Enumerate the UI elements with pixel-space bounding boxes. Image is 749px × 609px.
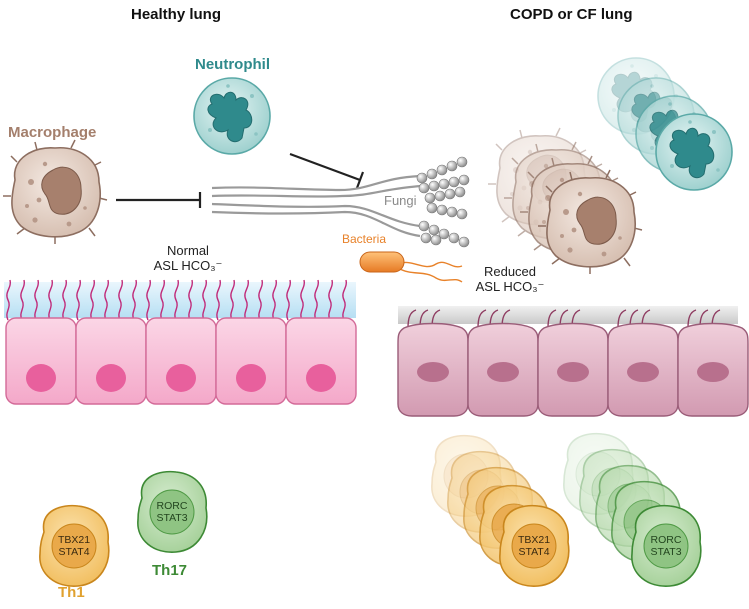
th17-stack-marker-2: STAT3 <box>650 546 682 558</box>
th1-markers: TBX21 STAT4 <box>52 534 96 558</box>
th1-marker-2: STAT4 <box>58 546 90 558</box>
healthy-epithelium <box>5 317 357 405</box>
disease-lung-title: COPD or CF lung <box>510 6 633 23</box>
normal-asl-label: Normal ASL HCO₃⁻ <box>140 243 236 273</box>
normal-asl-line2: ASL HCO₃⁻ <box>153 258 223 273</box>
th1-marker-1: TBX21 <box>57 534 91 546</box>
disease-asl-layer <box>398 306 738 324</box>
th1-stack-markers: TBX21 STAT4 <box>512 534 556 558</box>
disease-epithelium <box>397 322 749 417</box>
th1-stack <box>431 434 570 587</box>
th17-marker-1: RORC <box>156 500 188 512</box>
disease-cilia <box>407 309 721 329</box>
healthy-lung-title: Healthy lung <box>131 6 222 23</box>
th17-marker-2: STAT3 <box>156 512 188 524</box>
reduced-asl-label: Reduced ASL HCO₃⁻ <box>462 264 558 294</box>
normal-asl-line1: Normal <box>167 243 209 258</box>
fungal-hyphae <box>211 174 423 238</box>
neutrophil-label: Neutrophil <box>195 56 270 73</box>
macrophage-stack <box>487 127 643 275</box>
fungal-spores <box>416 156 470 248</box>
reduced-asl-line2: ASL HCO₃⁻ <box>475 279 545 294</box>
neutrophil-inhibition-arrow <box>289 152 365 189</box>
macrophage-label: Macrophage <box>8 124 97 141</box>
neutrophil-cell <box>193 77 271 155</box>
th1-label: Th1 <box>58 584 85 601</box>
th17-label: Th17 <box>152 562 188 579</box>
fungi-label: Fungi <box>384 193 417 208</box>
bacteria-label: Bacteria <box>342 232 387 246</box>
th17-stack-marker-1: RORC <box>650 534 682 546</box>
neutrophil-stack <box>597 57 733 191</box>
th17-stack-markers: RORC STAT3 <box>644 534 688 558</box>
th1-stack-marker-1: TBX21 <box>517 534 551 546</box>
macrophage-inhibition-arrow <box>116 192 202 208</box>
bacterium <box>359 251 463 283</box>
reduced-asl-line1: Reduced <box>483 264 537 279</box>
healthy-cilia <box>6 279 348 321</box>
healthy-asl-layer <box>4 282 356 318</box>
th17-stack <box>563 432 702 587</box>
th17-markers: RORC STAT3 <box>150 500 194 524</box>
macrophage-cell <box>2 139 108 245</box>
th1-stack-marker-2: STAT4 <box>518 546 550 558</box>
